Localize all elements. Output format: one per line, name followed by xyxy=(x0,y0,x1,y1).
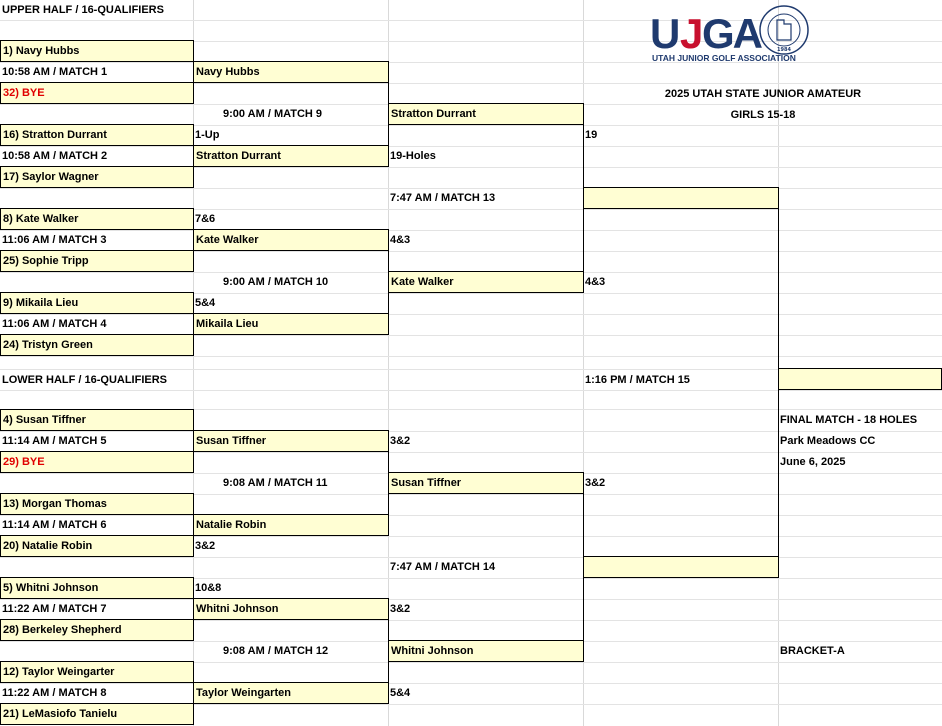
match-12-time: 9:08 AM / MATCH 12 xyxy=(223,645,329,657)
seed-16: 16) Stratton Durrant xyxy=(0,124,194,146)
match-15-time: 1:16 PM / MATCH 15 xyxy=(585,374,690,386)
svg-text:U: U xyxy=(650,10,678,57)
seed-4: 4) Susan Tiffner xyxy=(0,409,194,431)
match-10-time: 9:00 AM / MATCH 10 xyxy=(223,276,329,288)
match-1-time: 10:58 AM / MATCH 1 xyxy=(2,66,108,78)
match-11-time: 9:08 AM / MATCH 11 xyxy=(223,477,328,489)
r2-winner-2: Stratton Durrant xyxy=(193,145,389,167)
match-9-score: 19-Holes xyxy=(390,150,436,162)
ujga-logo: U J GA 1984 UTAH JUNIOR GOLF ASSOCIATION xyxy=(650,4,820,64)
match-9-time: 9:00 AM / MATCH 9 xyxy=(223,108,323,120)
seed-21: 21) LeMasiofo Tanielu xyxy=(0,703,194,725)
match-4-time: 11:06 AM / MATCH 4 xyxy=(2,318,107,330)
seed-5: 5) Whitni Johnson xyxy=(0,577,194,599)
seed-17: 17) Saylor Wagner xyxy=(0,166,194,188)
seed-1: 1) Navy Hubbs xyxy=(0,40,194,62)
match-4-score: 5&4 xyxy=(195,297,216,309)
seed-25: 25) Sophie Tripp xyxy=(0,250,194,272)
final-date: June 6, 2025 xyxy=(780,456,846,468)
match-13-score-bottom: 4&3 xyxy=(585,276,606,288)
match-10-top-score: 4&3 xyxy=(390,234,411,246)
r3-winner-12: Whitni Johnson xyxy=(388,640,584,662)
match-8-time: 11:22 AM / MATCH 8 xyxy=(2,687,107,699)
seed-28: 28) Berkeley Shepherd xyxy=(0,619,194,641)
match-7-score: 10&8 xyxy=(195,582,222,594)
match-6-score: 3&2 xyxy=(195,540,216,552)
seed-8: 8) Kate Walker xyxy=(0,208,194,230)
r3-winner-11: Susan Tiffner xyxy=(388,472,584,494)
bracket-label: BRACKET-A xyxy=(780,645,845,657)
lower-half-heading: LOWER HALF / 16-QUALIFIERS xyxy=(2,374,167,386)
r2-winner-6: Natalie Robin xyxy=(193,514,389,536)
match-6-time: 11:14 AM / MATCH 6 xyxy=(2,519,107,531)
svg-text:1984: 1984 xyxy=(777,47,791,53)
tournament-title: 2025 UTAH STATE JUNIOR AMATEUR xyxy=(664,88,862,100)
r2-winner-7: Whitni Johnson xyxy=(193,598,389,620)
r4-winner-14 xyxy=(583,556,779,578)
r3-winner-10: Kate Walker xyxy=(388,271,584,293)
seed-24: 24) Tristyn Green xyxy=(0,334,194,356)
match-5-time: 11:14 AM / MATCH 5 xyxy=(2,435,107,447)
svg-text:GA: GA xyxy=(702,10,763,57)
r2-winner-3: Kate Walker xyxy=(193,229,389,251)
champion-box xyxy=(778,368,942,390)
seed-20: 20) Natalie Robin xyxy=(0,535,194,557)
match-3-score: 7&6 xyxy=(195,213,216,225)
final-title: FINAL MATCH - 18 HOLES xyxy=(780,414,918,426)
final-venue: Park Meadows CC xyxy=(780,435,876,447)
svg-text:J: J xyxy=(680,10,703,57)
seed-13: 13) Morgan Thomas xyxy=(0,493,194,515)
match-3-time: 11:06 AM / MATCH 3 xyxy=(2,234,107,246)
r4-winner-13 xyxy=(583,187,779,209)
match-7-time: 11:22 AM / MATCH 7 xyxy=(2,603,107,615)
match-2-score: 1-Up xyxy=(195,129,220,141)
seed-12: 12) Taylor Weingarter xyxy=(0,661,194,683)
division-title: GIRLS 15-18 xyxy=(730,109,796,121)
match-14-time: 7:47 AM / MATCH 14 xyxy=(390,561,496,573)
upper-half-heading: UPPER HALF / 16-QUALIFIERS xyxy=(2,4,164,16)
seed-9: 9) Mikaila Lieu xyxy=(0,292,194,314)
match-13-score-top: 19 xyxy=(585,129,598,141)
r2-winner-4: Mikaila Lieu xyxy=(193,313,389,335)
r2-winner-8: Taylor Weingarten xyxy=(193,682,389,704)
match-14-score: 3&2 xyxy=(585,477,606,489)
match-11-top-score: 3&2 xyxy=(390,435,411,447)
svg-text:UTAH JUNIOR GOLF ASSOCIATION: UTAH JUNIOR GOLF ASSOCIATION xyxy=(652,53,796,63)
match-2-time: 10:58 AM / MATCH 2 xyxy=(2,150,108,162)
r2-winner-5: Susan Tiffner xyxy=(193,430,389,452)
r3-winner-9: Stratton Durrant xyxy=(388,103,584,125)
match-12-top-score: 3&2 xyxy=(390,603,411,615)
seed-32: 32) BYE xyxy=(0,82,194,104)
match-13-time: 7:47 AM / MATCH 13 xyxy=(390,192,496,204)
match-12-score: 5&4 xyxy=(390,687,411,699)
r2-winner-1: Navy Hubbs xyxy=(193,61,389,83)
seed-29: 29) BYE xyxy=(0,451,194,473)
